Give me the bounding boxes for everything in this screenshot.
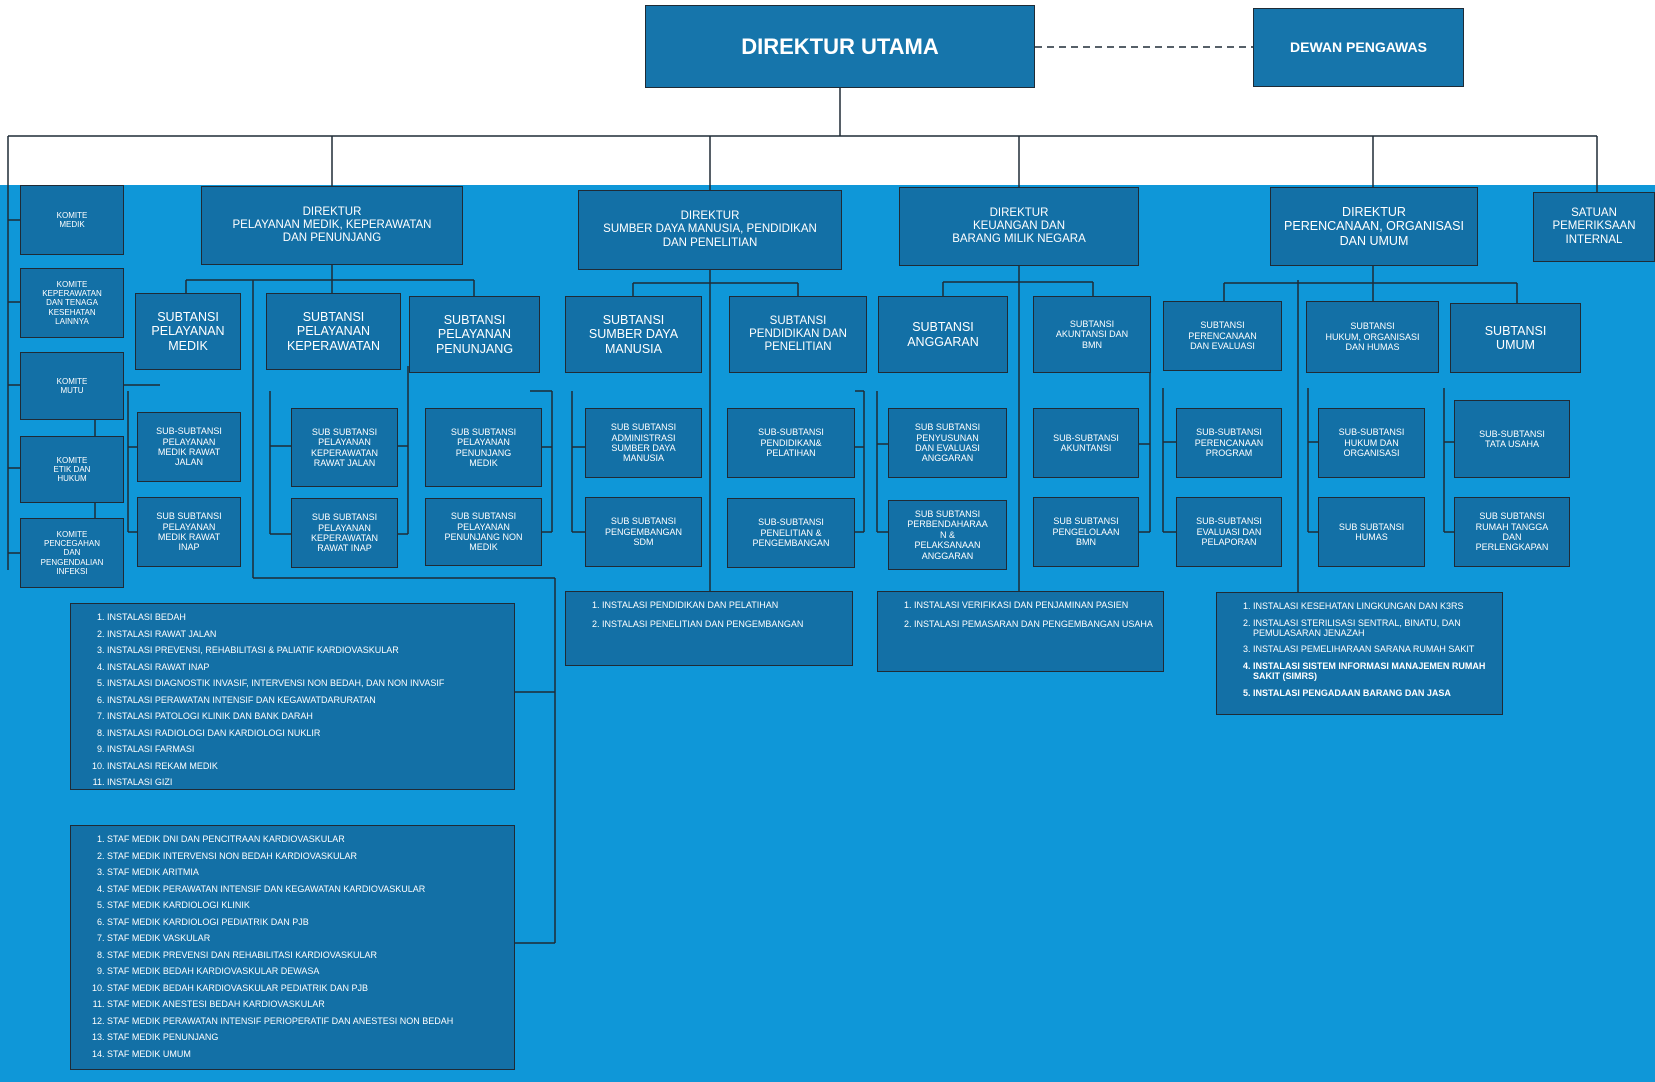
list-item: STAF MEDIK PERAWATAN INTENSIF PERIOPERAT… <box>107 1016 504 1026</box>
list-item: STAF MEDIK VASKULAR <box>107 933 504 943</box>
sub-administrasi-sdm-box: SUB SUBTANSI ADMINISTRASI SUMBER DAYA MA… <box>585 408 702 478</box>
list-item: INSTALASI FARMASI <box>107 744 504 754</box>
list-item: INSTALASI VERIFIKASI DAN PENJAMINAN PASI… <box>914 600 1153 610</box>
sub-tata-usaha-box: SUB-SUBTANSI TATA USAHA <box>1454 400 1570 478</box>
list-item: STAF MEDIK KARDIOLOGI PEDIATRIK DAN PJB <box>107 917 504 927</box>
sub-pendidikan-pelatihan-box: SUB-SUBTANSI PENDIDIKAN& PELATIHAN <box>727 408 855 478</box>
substansi-pelayanan-keperawatan-box: SUBTANSI PELAYANAN KEPERAWATAN <box>266 293 401 370</box>
direktur-sdm-box: DIREKTUR SUMBER DAYA MANUSIA, PENDIDIKAN… <box>578 190 842 270</box>
sub-penyusunan-anggaran-box: SUB SUBTANSI PENYUSUNAN DAN EVALUASI ANG… <box>888 408 1007 478</box>
list-item: INSTALASI PENELITIAN DAN PENGEMBANGAN <box>602 619 842 629</box>
list-item: INSTALASI BEDAH <box>107 612 504 622</box>
list-item: INSTALASI PATOLOGI KLINIK DAN BANK DARAH <box>107 711 504 721</box>
list-item: STAF MEDIK UMUM <box>107 1049 504 1059</box>
list-item: STAF MEDIK BEDAH KARDIOVASKULAR DEWASA <box>107 966 504 976</box>
substansi-akuntansi-box: SUBTANSI AKUNTANSI DAN BMN <box>1033 296 1151 373</box>
list-item: STAF MEDIK BEDAH KARDIOVASKULAR PEDIATRI… <box>107 983 504 993</box>
list-item: INSTALASI RAWAT JALAN <box>107 629 504 639</box>
sub-pengembangan-sdm-box: SUB SUBTANSI PENGEMBANGAN SDM <box>585 497 702 567</box>
substansi-pelayanan-medik-box: SUBTANSI PELAYANAN MEDIK <box>135 293 241 370</box>
list-item: INSTALASI PEMELIHARAAN SARANA RUMAH SAKI… <box>1253 644 1492 654</box>
sub-penelitian-pengembangan-box: SUB-SUBTANSI PENELITIAN & PENGEMBANGAN <box>727 498 855 568</box>
direktur-keuangan-box: DIREKTUR KEUANGAN DAN BARANG MILIK NEGAR… <box>899 187 1139 266</box>
direktur-utama-box: DIREKTUR UTAMA <box>645 5 1035 88</box>
sub-pengelolaan-bmn-box: SUB SUBTANSI PENGELOLAAN BMN <box>1033 497 1139 567</box>
list-item: INSTALASI KESEHATAN LINGKUNGAN DAN K3RS <box>1253 601 1492 611</box>
sub-hukum-organisasi-box: SUB-SUBTANSI HUKUM DAN ORGANISASI <box>1318 408 1425 478</box>
list-item: STAF MEDIK PENUNJANG <box>107 1032 504 1042</box>
list-item: STAF MEDIK DNI DAN PENCITRAAN KARDIOVASK… <box>107 834 504 844</box>
instalasi-keuangan-list: INSTALASI VERIFIKASI DAN PENJAMINAN PASI… <box>877 591 1164 672</box>
list-item: STAF MEDIK PREVENSI DAN REHABILITASI KAR… <box>107 950 504 960</box>
instalasi-perencanaan-list: INSTALASI KESEHATAN LINGKUNGAN DAN K3RS … <box>1216 592 1503 715</box>
list-item: INSTALASI GIZI <box>107 777 504 787</box>
sub-akuntansi-box: SUB-SUBTANSI AKUNTANSI <box>1033 408 1139 478</box>
list-item: INSTALASI PREVENSI, REHABILITASI & PALIA… <box>107 645 504 655</box>
sub-rumah-tangga-box: SUB SUBTANSI RUMAH TANGGA DAN PERLENGKAP… <box>1454 497 1570 567</box>
sub-medik-rawat-inap-box: SUB SUBTANSI PELAYANAN MEDIK RAWAT INAP <box>137 497 241 567</box>
list-item: STAF MEDIK ANESTESI BEDAH KARDIOVASKULAR <box>107 999 504 1009</box>
sub-evaluasi-pelaporan-box: SUB-SUBTANSI EVALUASI DAN PELAPORAN <box>1176 497 1282 567</box>
list-item: INSTALASI PENGADAAN BARANG DAN JASA <box>1253 688 1492 698</box>
spi-box: SATUAN PEMERIKSAAN INTERNAL <box>1533 192 1655 262</box>
sub-kep-rawat-inap-box: SUB SUBTANSI PELAYANAN KEPERAWATAN RAWAT… <box>291 498 398 568</box>
sub-perbendaharaan-box: SUB SUBTANSI PERBENDAHARAA N & PELAKSANA… <box>888 500 1007 570</box>
sub-perencanaan-program-box: SUB-SUBTANSI PERENCANAAN PROGRAM <box>1176 408 1282 478</box>
komite-ppi-box: KOMITE PENCEGAHAN DAN PENGENDALIAN INFEK… <box>20 518 124 588</box>
list-item: INSTALASI PEMASARAN DAN PENGEMBANGAN USA… <box>914 619 1153 629</box>
list-item: INSTALASI PERAWATAN INTENSIF DAN KEGAWAT… <box>107 695 504 705</box>
list-item: INSTALASI DIAGNOSTIK INVASIF, INTERVENSI… <box>107 678 504 688</box>
substansi-perencanaan-box: SUBTANSI PERENCANAAN DAN EVALUASI <box>1163 301 1282 371</box>
sub-penunjang-non-medik-box: SUB SUBTANSI PELAYANAN PENUNJANG NON MED… <box>425 498 542 566</box>
list-item: STAF MEDIK PERAWATAN INTENSIF DAN KEGAWA… <box>107 884 504 894</box>
sub-medik-rawat-jalan-box: SUB-SUBTANSI PELAYANAN MEDIK RAWAT JALAN <box>137 412 241 482</box>
sub-kep-rawat-jalan-box: SUB SUBTANSI PELAYANAN KEPERAWATAN RAWAT… <box>291 408 398 487</box>
list-item: INSTALASI PENDIDIKAN DAN PELATIHAN <box>602 600 842 610</box>
substansi-pelayanan-penunjang-box: SUBTANSI PELAYANAN PENUNJANG <box>409 296 540 373</box>
substansi-sdm-box: SUBTANSI SUMBER DAYA MANUSIA <box>565 296 702 373</box>
direktur-pelayanan-box: DIREKTUR PELAYANAN MEDIK, KEPERAWATAN DA… <box>201 186 463 265</box>
komite-medik-box: KOMITE MEDIK <box>20 185 124 255</box>
substansi-hukum-box: SUBTANSI HUKUM, ORGANISASI DAN HUMAS <box>1306 301 1439 373</box>
staf-medik-list: STAF MEDIK DNI DAN PENCITRAAN KARDIOVASK… <box>70 825 515 1070</box>
substansi-anggaran-box: SUBTANSI ANGGARAN <box>878 296 1008 373</box>
sub-humas-box: SUB SUBTANSI HUMAS <box>1318 497 1425 567</box>
komite-etik-hukum-box: KOMITE ETIK DAN HUKUM <box>20 436 124 503</box>
list-item: INSTALASI RADIOLOGI DAN KARDIOLOGI NUKLI… <box>107 728 504 738</box>
list-item: INSTALASI STERILISASI SENTRAL, BINATU, D… <box>1253 618 1492 639</box>
instalasi-pelayanan-list: INSTALASI BEDAH INSTALASI RAWAT JALAN IN… <box>70 603 515 790</box>
substansi-umum-box: SUBTANSI UMUM <box>1450 303 1581 373</box>
komite-mutu-box: KOMITE MUTU <box>20 352 124 420</box>
list-item: STAF MEDIK INTERVENSI NON BEDAH KARDIOVA… <box>107 851 504 861</box>
list-item: INSTALASI REKAM MEDIK <box>107 761 504 771</box>
direktur-perencanaan-box: DIREKTUR PERENCANAAN, ORGANISASI DAN UMU… <box>1270 187 1478 266</box>
instalasi-sdm-list: INSTALASI PENDIDIKAN DAN PELATIHAN INSTA… <box>565 591 853 666</box>
list-item: STAF MEDIK ARITMIA <box>107 867 504 877</box>
list-item: INSTALASI SISTEM INFORMASI MANAJEMEN RUM… <box>1253 661 1492 682</box>
list-item: STAF MEDIK KARDIOLOGI KLINIK <box>107 900 504 910</box>
dewan-pengawas-box: DEWAN PENGAWAS <box>1253 8 1464 87</box>
list-item: INSTALASI RAWAT INAP <box>107 662 504 672</box>
sub-penunjang-medik-box: SUB SUBTANSI PELAYANAN PENUNJANG MEDIK <box>425 408 542 487</box>
komite-keperawatan-box: KOMITE KEPERAWATAN DAN TENAGA KESEHATAN … <box>20 268 124 338</box>
substansi-pendidikan-box: SUBTANSI PENDIDIKAN DAN PENELITIAN <box>729 296 867 373</box>
